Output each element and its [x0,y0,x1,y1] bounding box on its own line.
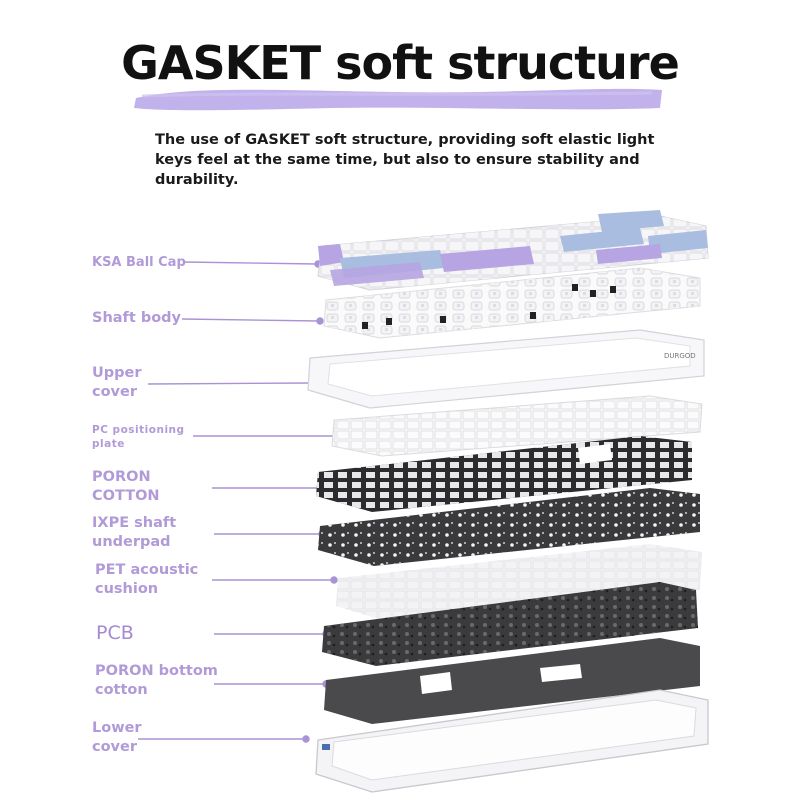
layer-label-ksa-ball-cap: KSA Ball Cap [92,255,186,270]
pet-cushion-layer [336,544,702,622]
layer-label-shaft-body: Shaft body [92,310,182,326]
pc-plate-layer [331,395,703,457]
layer-label-lower-cover: Lower cover [92,720,142,755]
description-text: The use of GASKET soft structure, provid… [155,132,655,188]
title-brush-stroke [134,88,662,111]
poron-bottom-cotton-layer [324,638,700,724]
lower-cover-layer [315,689,709,793]
layer-label-ixpe-shaft-underpad: IXPE shaft underpad [92,515,177,550]
layer-label-poron-cotton: PORON COTTON [92,469,160,504]
brand-mark: DURGOD [664,352,696,360]
pcb-layer [322,582,698,666]
switches-layer [323,267,701,339]
upper-cover-layer: DURGOD [307,329,705,409]
poron-cotton-layer [316,436,692,512]
layer-label-upper-cover: Upper cover [92,365,142,400]
keycaps-layer [317,210,709,291]
page-title: GASKET soft structure [121,36,680,90]
layer-label-pcb: PCB [96,622,134,644]
layer-label-pet-acoustic-cushion: PET acoustic cushion [95,562,199,597]
layer-label-pc-positioning-plate: PC positioning plate [92,424,185,450]
layer-label-poron-bottom-cotton: PORON bottom cotton [95,663,218,698]
ixpe-underpad-layer [318,488,700,566]
